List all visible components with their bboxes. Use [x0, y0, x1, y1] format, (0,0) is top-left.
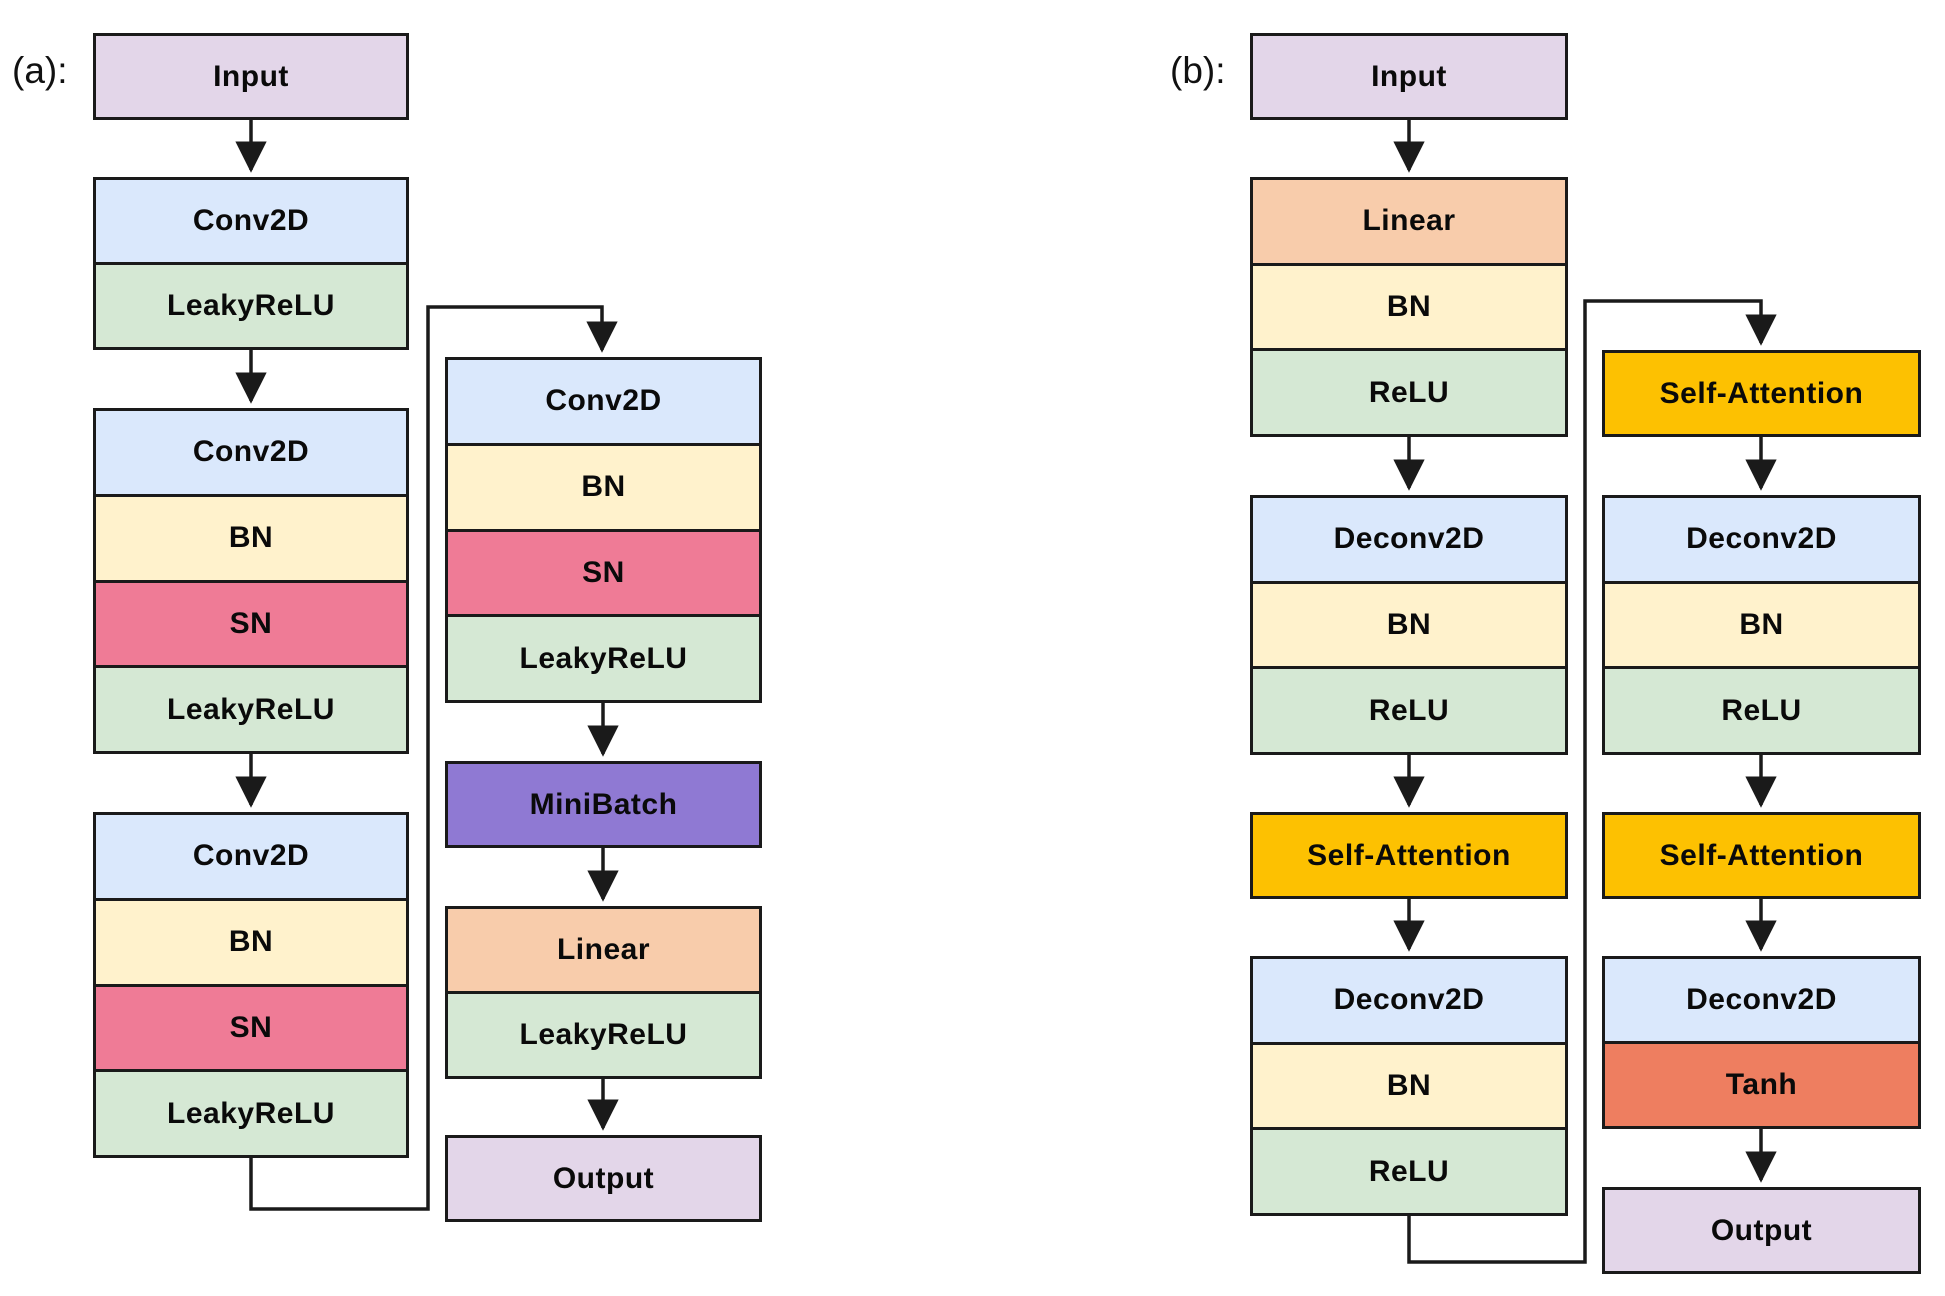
layer-minibatch: MiniBatch — [448, 764, 759, 845]
a-input-box: Input — [93, 33, 409, 120]
b-attention1-box: Self-Attention — [1250, 812, 1568, 899]
layer-conv2d: Conv2D — [96, 815, 406, 898]
layer-relu: ReLU — [1253, 666, 1565, 753]
layer-relu: ReLU — [1253, 348, 1565, 435]
layer-linear: Linear — [448, 909, 759, 991]
layer-output: Output — [1605, 1190, 1918, 1271]
layer-conv2d: Conv2D — [96, 180, 406, 262]
a-block5: Linear LeakyReLU — [445, 906, 762, 1079]
b-block1: Linear BN ReLU — [1250, 177, 1568, 437]
layer-self-attention: Self-Attention — [1605, 353, 1918, 434]
layer-input: Input — [96, 36, 406, 117]
a-output-box: Output — [445, 1135, 762, 1222]
elbow-b-col1-col2 — [1407, 299, 1777, 1264]
b-block3: Deconv2D BN ReLU — [1250, 956, 1568, 1216]
b-block5: Deconv2D Tanh — [1602, 956, 1921, 1129]
layer-sn: SN — [96, 579, 406, 666]
b-block2: Deconv2D BN ReLU — [1250, 495, 1568, 755]
layer-bn: BN — [96, 493, 406, 580]
a-block2: Conv2D BN SN LeakyReLU — [93, 408, 409, 754]
b-block4: Deconv2D BN ReLU — [1602, 495, 1921, 755]
layer-output: Output — [448, 1138, 759, 1219]
layer-sn: SN — [96, 983, 406, 1070]
layer-bn: BN — [448, 442, 759, 529]
layer-leakyrelu: LeakyReLU — [448, 614, 759, 700]
a-block3: Conv2D BN SN LeakyReLU — [93, 812, 409, 1158]
layer-leakyrelu: LeakyReLU — [448, 991, 759, 1076]
layer-bn: BN — [1253, 580, 1565, 667]
a-block1: Conv2D LeakyReLU — [93, 177, 409, 350]
layer-bn: BN — [1605, 580, 1918, 667]
a-block4: Conv2D BN SN LeakyReLU — [445, 357, 762, 703]
layer-deconv2d: Deconv2D — [1605, 959, 1918, 1041]
b-attention2-box: Self-Attention — [1602, 350, 1921, 437]
panel-b-label: (b): — [1170, 50, 1226, 91]
layer-linear: Linear — [1253, 180, 1565, 263]
b-attention3-box: Self-Attention — [1602, 812, 1921, 899]
layer-bn: BN — [1253, 262, 1565, 349]
b-output-box: Output — [1602, 1187, 1921, 1274]
b-input-box: Input — [1250, 33, 1568, 120]
layer-bn: BN — [96, 897, 406, 984]
layer-bn: BN — [1253, 1041, 1565, 1128]
layer-leakyrelu: LeakyReLU — [96, 1069, 406, 1155]
layer-input: Input — [1253, 36, 1565, 117]
a-minibatch-box: MiniBatch — [445, 761, 762, 848]
layer-conv2d: Conv2D — [96, 411, 406, 494]
panel-a-label: (a): — [12, 50, 68, 91]
layer-self-attention: Self-Attention — [1253, 815, 1565, 896]
layer-sn: SN — [448, 528, 759, 615]
layer-relu: ReLU — [1605, 666, 1918, 753]
layer-deconv2d: Deconv2D — [1253, 498, 1565, 581]
layer-relu: ReLU — [1253, 1127, 1565, 1214]
layer-leakyrelu: LeakyReLU — [96, 665, 406, 751]
layer-tanh: Tanh — [1605, 1041, 1918, 1126]
layer-self-attention: Self-Attention — [1605, 815, 1918, 896]
layer-deconv2d: Deconv2D — [1253, 959, 1565, 1042]
layer-leakyrelu: LeakyReLU — [96, 262, 406, 347]
layer-deconv2d: Deconv2D — [1605, 498, 1918, 581]
layer-conv2d: Conv2D — [448, 360, 759, 443]
elbow-a-col1-col2 — [249, 305, 618, 1211]
